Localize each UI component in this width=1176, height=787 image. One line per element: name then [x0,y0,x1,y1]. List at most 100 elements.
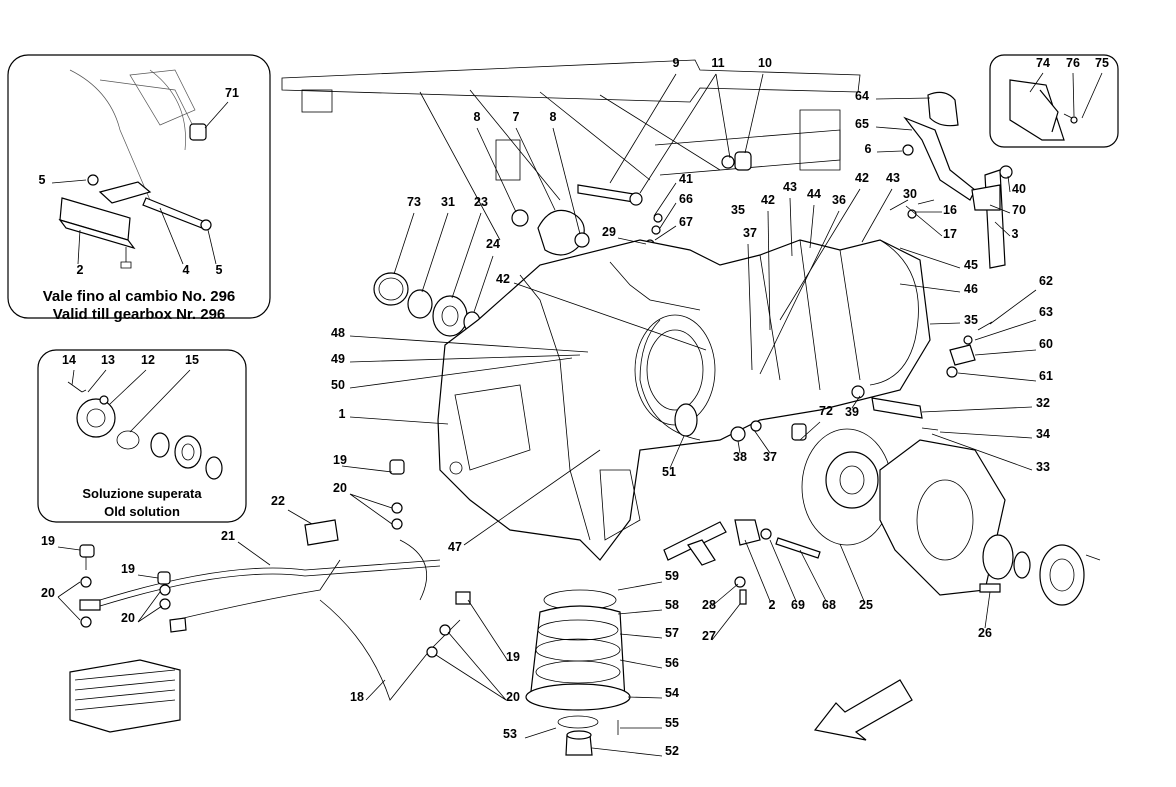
callout-35: 35 [731,203,745,217]
inset-b-caption-it: Soluzione superata [82,486,202,501]
callout-2: 2 [77,263,84,277]
callout-20: 20 [506,690,520,704]
callout-47: 47 [448,540,462,554]
inset-c-drawing [1009,79,1078,141]
callout-26: 26 [978,626,992,640]
callout-17: 17 [943,227,957,241]
callout-28: 28 [702,598,716,612]
callout-7: 7 [513,110,520,124]
callout-19: 19 [506,650,520,664]
callout-59: 59 [665,569,679,583]
callout-55: 55 [665,716,679,730]
callout-42: 42 [761,193,775,207]
callout-44: 44 [807,187,821,201]
callout-40: 40 [1012,182,1026,196]
callout-12: 12 [141,353,155,367]
callout-14: 14 [62,353,76,367]
inset-a-caption-it: Vale fino al cambio No. 296 [43,288,236,305]
callout-23: 23 [474,195,488,209]
inset-b-drawing [67,381,223,480]
callout-5: 5 [39,173,46,187]
callout-48: 48 [331,326,345,340]
inset-a-caption-en: Valid till gearbox Nr. 296 [53,306,226,323]
callout-22: 22 [271,494,285,508]
callout-16: 16 [943,203,957,217]
mount-parts [511,151,752,256]
callout-24: 24 [486,237,500,251]
callout-27: 27 [702,629,716,643]
callout-76: 76 [1066,56,1080,70]
callout-37: 37 [763,450,777,464]
callout-20: 20 [333,481,347,495]
callout-30: 30 [903,187,917,201]
callout-57: 57 [665,626,679,640]
callout-19: 19 [121,562,135,576]
callout-56: 56 [665,656,679,670]
callout-64: 64 [855,89,869,103]
callout-3: 3 [1012,227,1019,241]
callout-67: 67 [679,215,693,229]
callout-39: 39 [845,405,859,419]
callout-66: 66 [679,192,693,206]
oil-filter-stack [525,589,631,756]
callout-43: 43 [886,171,900,185]
oil-lines-cooler [69,459,471,733]
callout-46: 46 [964,282,978,296]
right-side-parts [730,91,1013,442]
callout-42: 42 [496,272,510,286]
callout-43: 43 [783,180,797,194]
callout-31: 31 [441,195,455,209]
callout-25: 25 [859,598,873,612]
callout-72: 72 [819,404,833,418]
callout-29: 29 [602,225,616,239]
callout-20: 20 [41,586,55,600]
callout-15: 15 [185,353,199,367]
callout-54: 54 [665,686,679,700]
callout-35: 35 [964,313,978,327]
callout-1: 1 [339,407,346,421]
callout-42: 42 [855,171,869,185]
callout-34: 34 [1036,427,1050,441]
callout-58: 58 [665,598,679,612]
inset-a-drawing [58,69,212,269]
direction-arrow [813,679,913,741]
callout-2: 2 [769,598,776,612]
callout-9: 9 [673,56,680,70]
callout-8: 8 [474,110,481,124]
callout-19: 19 [41,534,55,548]
callout-10: 10 [758,56,772,70]
callout-45: 45 [964,258,978,272]
callout-74: 74 [1036,56,1050,70]
leader-lines [51,72,1103,757]
inset-b-caption-en: Old solution [104,504,180,519]
callout-20: 20 [121,611,135,625]
callout-18: 18 [350,690,364,704]
callout-49: 49 [331,352,345,366]
inset-old-solution-frame [37,349,247,523]
selector-assembly [663,519,821,605]
callout-38: 38 [733,450,747,464]
callout-21: 21 [221,529,235,543]
callout-36: 36 [832,193,846,207]
callout-8: 8 [550,110,557,124]
callout-51: 51 [662,465,676,479]
callout-52: 52 [665,744,679,758]
bearing-rings-left [373,272,481,337]
differential-cover [801,428,1101,606]
callout-60: 60 [1039,337,1053,351]
callout-73: 73 [407,195,421,209]
callout-65: 65 [855,117,869,131]
callout-61: 61 [1039,369,1053,383]
callout-53: 53 [503,727,517,741]
callout-32: 32 [1036,396,1050,410]
callout-37: 37 [743,226,757,240]
callout-4: 4 [183,263,190,277]
callout-11: 11 [711,56,724,70]
callout-75: 75 [1095,56,1109,70]
callout-6: 6 [865,142,872,156]
callout-70: 70 [1012,203,1026,217]
callout-13: 13 [101,353,115,367]
callout-63: 63 [1039,305,1053,319]
